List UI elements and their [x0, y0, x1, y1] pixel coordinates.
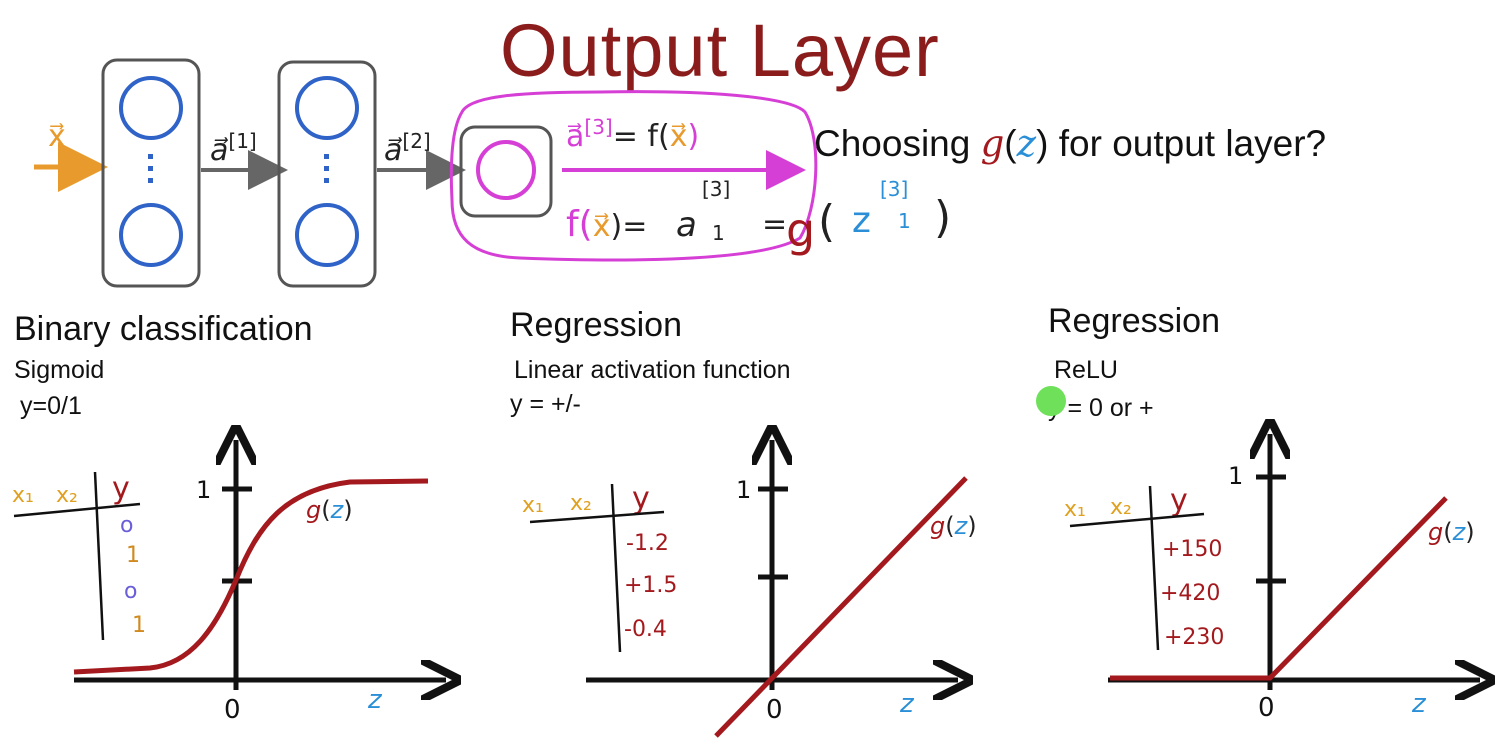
cursor-dot: [1036, 386, 1066, 416]
page-title: Output Layer: [500, 9, 940, 92]
p3-val-2: +230: [1164, 625, 1224, 650]
p1-sigmoid-curve: [73, 478, 429, 675]
a1-label: a⃗[1]: [210, 129, 257, 168]
p2-val-1: +1.5: [624, 573, 677, 598]
p2-col-y: y: [632, 481, 650, 516]
hand-z-sup: [3]: [880, 177, 908, 201]
panel-1-activation: Sigmoid: [14, 356, 105, 384]
input-label: x⃗: [48, 119, 66, 154]
hand-paren-open: (: [818, 196, 835, 247]
panel-1-table: x₁ x₂ y o 1 o 1: [12, 471, 146, 641]
p2-linear-line: [714, 476, 968, 738]
p1-col-x1: x₁: [12, 483, 34, 508]
output-neuron: [476, 140, 536, 200]
p1-col-y: y: [112, 471, 130, 506]
panel-3-activation: ReLU: [1054, 356, 1118, 384]
panel-2-table: x₁ x₂ y -1.2 +1.5 -0.4: [522, 481, 677, 653]
p3-z-label: z: [1411, 689, 1427, 719]
hand-g: g: [786, 203, 815, 257]
hand-z: z: [852, 200, 871, 241]
p1-tick-1-label: 1: [196, 476, 211, 504]
output-highlight-loop: [449, 90, 818, 262]
p1-origin-label: 0: [224, 695, 241, 725]
hand-paren-close: ): [934, 192, 951, 243]
layer-2-box: [277, 60, 377, 288]
panel-1-heading: Binary classification: [14, 310, 313, 348]
layer-1-ellipsis: [148, 154, 153, 183]
question-text: Choosing g(z) for output layer?: [814, 122, 1326, 165]
p3-col-x1: x₁: [1064, 497, 1086, 522]
panel-2-activation: Linear activation function: [514, 356, 791, 384]
p3-tick-1-label: 1: [1228, 462, 1243, 490]
p1-val-2: o: [124, 579, 137, 604]
a3-expression: a⃗[3]= f(x⃗): [566, 115, 699, 154]
layer-2-ellipsis: [324, 154, 329, 183]
hand-a-sup: [3]: [702, 177, 730, 201]
p3-origin-label: 0: [1258, 693, 1275, 723]
layer-2-neuron-bottom: [295, 203, 359, 267]
p1-z-label: z: [367, 685, 383, 715]
question-g: g: [980, 122, 1005, 165]
hand-eq: =: [762, 207, 787, 242]
question-prefix: Choosing: [814, 123, 981, 164]
output-layer-box: [459, 125, 553, 218]
a2-label: a⃗[2]: [384, 129, 431, 168]
p3-val-0: +150: [1162, 537, 1222, 562]
layer-1-neuron-bottom: [119, 203, 183, 267]
p2-tick-1-label: 1: [736, 476, 751, 504]
p2-val-0: -1.2: [626, 531, 669, 556]
p3-curve-label: g(z): [1428, 518, 1475, 546]
p3-val-1: +420: [1160, 581, 1220, 606]
question-close: ): [1036, 123, 1049, 164]
p2-col-x1: x₁: [522, 493, 544, 518]
question-suffix: for output layer?: [1048, 123, 1327, 164]
panel-1-output: y=0/1: [20, 392, 82, 420]
layer-1-box: [101, 58, 201, 288]
p3-col-x2: x₂: [1110, 495, 1132, 520]
p3-relu-line: [1110, 496, 1448, 681]
hand-a: a: [676, 205, 697, 245]
p2-origin-label: 0: [766, 695, 783, 725]
p1-val-0: o: [120, 513, 133, 538]
layer-2-neuron-top: [295, 76, 359, 140]
panel-3-heading: Regression: [1048, 302, 1220, 340]
p2-curve-label: g(z): [930, 512, 977, 540]
panel-3-table: x₁ x₂ y +150 +420 +230: [1064, 483, 1224, 651]
p1-val-3: 1: [132, 613, 146, 638]
p1-val-1: 1: [126, 543, 140, 568]
p2-col-x2: x₂: [570, 491, 592, 516]
hand-f: f(x⃗)=: [566, 204, 647, 245]
p2-val-2: -0.4: [624, 617, 667, 642]
question-z: z: [1016, 122, 1037, 165]
hand-a-sub: 1: [712, 221, 725, 245]
layer-1-neuron-top: [119, 76, 183, 140]
question-open: (: [1004, 123, 1017, 164]
panel-2-output: y = +/-: [510, 390, 581, 418]
p2-z-label: z: [899, 689, 915, 719]
p1-curve-label: g(z): [306, 496, 353, 524]
p3-col-y: y: [1170, 483, 1188, 518]
p1-col-x2: x₂: [56, 483, 78, 508]
panel-2-heading: Regression: [510, 306, 682, 344]
hand-z-sub: 1: [898, 209, 911, 233]
